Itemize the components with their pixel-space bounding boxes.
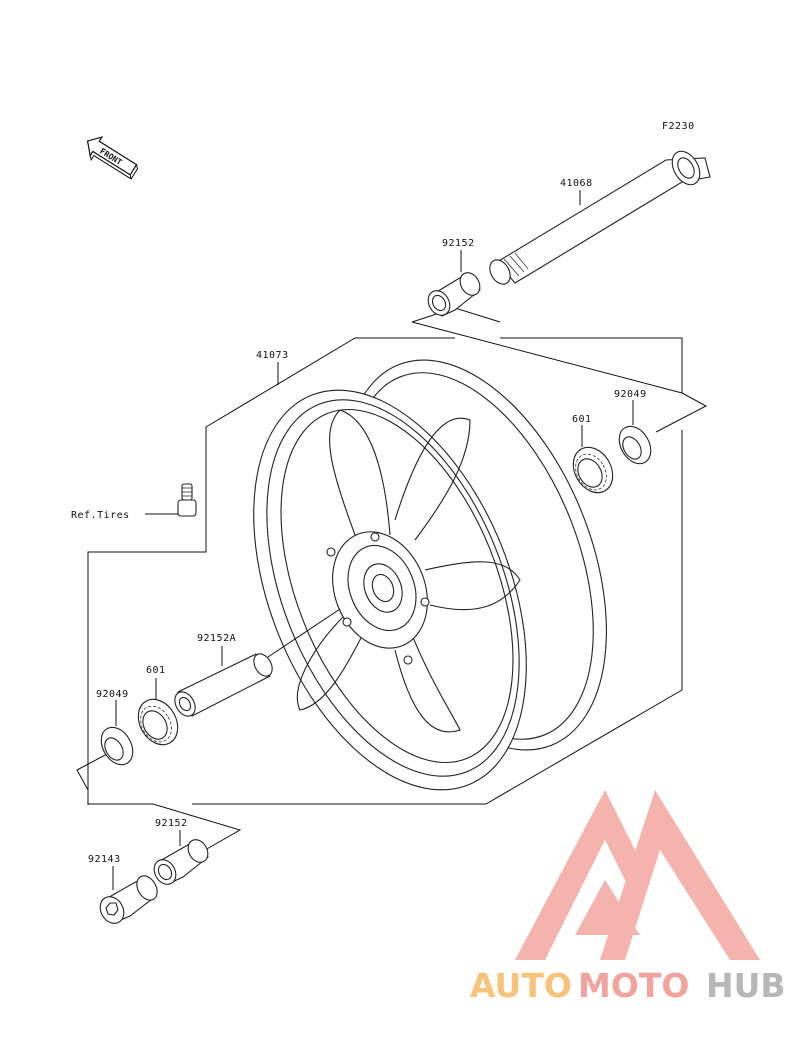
label-bearing-right: 601 — [572, 414, 592, 425]
label-valve-ref: Ref.Tires — [71, 510, 130, 521]
watermark-logo-icon — [515, 790, 760, 960]
label-bearing-left: 601 — [146, 665, 166, 676]
oil-seal-92049-right — [618, 425, 652, 465]
figure-code: F2230 — [662, 121, 695, 132]
label-axle: 41068 — [560, 178, 593, 189]
watermark-auto: AUTO — [470, 966, 572, 1005]
bearing-601-right — [572, 446, 614, 494]
label-wheel: 41073 — [256, 350, 289, 361]
label-inner-collar: 92152A — [197, 633, 236, 644]
collar-92152-left — [153, 839, 209, 885]
oil-seal-92049-left — [100, 726, 134, 766]
front-arrow-icon: FRONT — [86, 136, 139, 180]
label-oil-seal-left: 92049 — [96, 689, 129, 700]
watermark-moto: MOTO — [578, 966, 689, 1005]
label-oil-seal-right: 92049 — [614, 389, 647, 400]
label-collar-left: 92152 — [155, 818, 188, 829]
label-collar-right: 92152 — [442, 238, 475, 249]
assembly-bracket-lines — [76, 307, 708, 851]
valve-stem-icon — [177, 483, 197, 517]
watermark-text: AUTO MOTO HUB — [470, 966, 786, 1005]
label-axle-nut: 92143 — [88, 854, 121, 865]
watermark-hub: HUB — [706, 966, 786, 1005]
axle-41068 — [489, 150, 711, 285]
inner-collar-92152A — [174, 653, 273, 717]
collar-92152-right — [427, 272, 481, 317]
bearing-601-left — [137, 698, 179, 746]
wheel-41073 — [253, 359, 607, 791]
axle-nut-92143 — [99, 875, 158, 924]
